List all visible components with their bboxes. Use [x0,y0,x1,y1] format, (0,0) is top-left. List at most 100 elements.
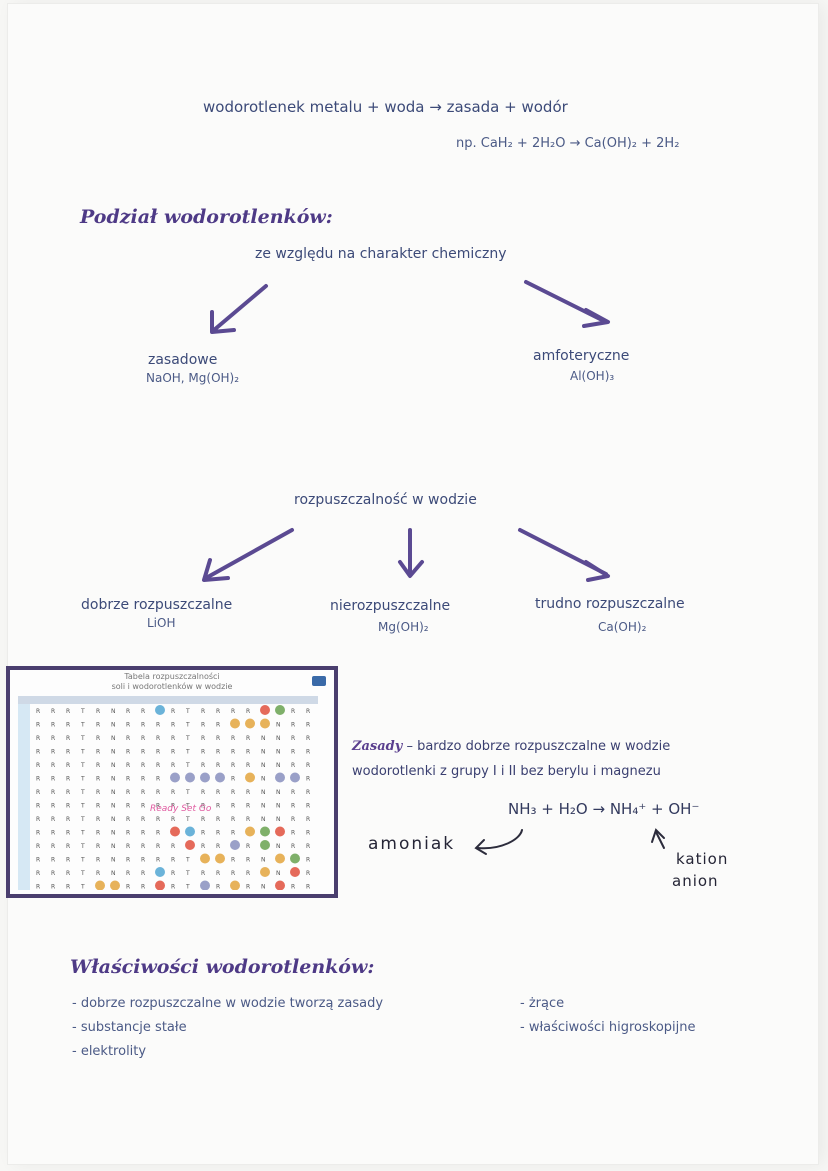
table-cell-letter: N [276,762,281,769]
table-cell-letter: R [36,749,40,756]
label-amoniak: amoniak [368,834,456,854]
table-cell-letter: T [80,762,85,769]
arrowhead-right-2 [584,560,610,582]
table-cell-letter: R [36,884,40,891]
table-cell-letter: R [51,735,55,742]
table-cell-letter: N [276,816,281,823]
table-cell-letter: R [126,776,130,783]
table-cell-marker [275,853,285,864]
example-reaction: np. CaH₂ + 2H₂O → Ca(OH)₂ + 2H₂ [456,136,680,151]
table-cell-letter: R [216,884,220,891]
table-cell-letter: N [261,776,266,783]
table-cell-letter: R [66,762,70,769]
property-left-3: - elektrolity [72,1044,147,1059]
table-cell-marker [230,840,240,850]
table-cell-letter: R [201,870,205,877]
table-cell-letter: R [66,803,70,810]
table-cell-letter: R [96,762,100,769]
arrowhead-left-1 [210,310,236,334]
formula-amfoteryczne: Al(OH)₃ [570,369,615,383]
table-cell-letter: R [141,816,145,823]
table-cell-letter: R [156,789,160,796]
arrow-kation [655,831,665,849]
label-anion: anion [672,872,719,890]
table-cell-letter: R [291,722,295,729]
table-cell-letter: R [306,776,310,783]
table-cell-letter: R [96,749,100,756]
table-cell-letter: R [36,735,40,742]
table-cell-letter: R [231,776,235,783]
table-cell-letter: N [276,735,281,742]
table-cell-letter: R [51,830,55,837]
table-cell-letter: R [306,803,310,810]
table-cell-letter: R [126,803,130,810]
table-cell-letter: R [171,803,175,810]
table-cell-letter: R [141,884,145,891]
table-cell-letter: R [171,857,175,864]
table-cell-letter: N [111,857,116,864]
ammonia-equation: NH₃ + H₂O → NH₄⁺ + OH⁻ [508,800,700,818]
table-cell-letter: R [246,816,250,823]
table-cell-letter: R [96,776,100,783]
table-cell-letter: N [111,735,116,742]
table-cell-letter: R [51,708,55,715]
table-cell-marker [155,867,165,877]
table-cell-letter: T [185,870,190,877]
table-cell-letter: T [185,803,190,810]
table-cell-letter: R [246,884,250,891]
table-cell-letter: R [306,884,310,891]
table-cell-letter: R [66,870,70,877]
note-line2: wodorotlenki z grupy I i II bez berylu i… [352,764,661,779]
table-cell-letter: R [306,857,310,864]
table-cell-letter: R [171,884,175,891]
table-cell-letter: R [96,803,100,810]
table-cell-letter: R [291,749,295,756]
table-cell-letter: R [246,735,250,742]
table-cell-letter: R [156,776,160,783]
table-cell-letter: R [66,722,70,729]
table-cell-letter: R [246,749,250,756]
logo-icon [312,676,326,686]
table-cell-letter: R [201,789,205,796]
table-cell-letter: R [306,749,310,756]
arrowhead-down-2 [398,560,424,578]
table-cell-letter: R [36,708,40,715]
table-cell-letter: R [171,789,175,796]
table-cell-letter: N [111,789,116,796]
section-heading-wlasciwosci: Właściwości wodorotlenków: [70,956,375,978]
table-cell-letter: R [171,816,175,823]
table-cell-letter: R [171,870,175,877]
table-title-2: soli i wodorotlenków w wodzie [111,682,233,691]
table-cell-marker [275,772,285,783]
table-cell-letter: R [36,803,40,810]
table-cell-letter: R [96,735,100,742]
formula-zasadowe: NaOH, Mg(OH)₂ [146,371,240,385]
table-cell-letter: R [216,735,220,742]
table-cell-letter: T [80,816,85,823]
table-cell-letter: T [185,857,190,864]
table-cell-letter: R [291,735,295,742]
table-cell-letter: R [171,843,175,850]
table-cell-letter: R [51,722,55,729]
table-cell-letter: R [171,762,175,769]
table-cell-letter: N [111,803,116,810]
table-cell-letter: R [36,830,40,837]
arrow-amoniak [477,829,523,850]
table-cell-letter: R [291,762,295,769]
table-cell-letter: R [291,803,295,810]
table-cell-letter: R [141,870,145,877]
table-cell-letter: R [216,762,220,769]
table-cell-letter: R [66,749,70,756]
table-cell-marker [245,718,255,729]
table-cell-letter: R [171,722,175,729]
table-cell-letter: R [201,830,205,837]
arrow-left-1 [212,284,268,332]
table-cell-letter: N [111,776,116,783]
table-cell-letter: R [231,762,235,769]
formula-nierozpuszczalne: Mg(OH)₂ [378,620,429,634]
table-cell-letter: R [51,816,55,823]
table-cell-letter: R [216,789,220,796]
property-right-2: - właściwości higroskopijne [520,1020,696,1035]
table-cell-letter: R [156,722,160,729]
